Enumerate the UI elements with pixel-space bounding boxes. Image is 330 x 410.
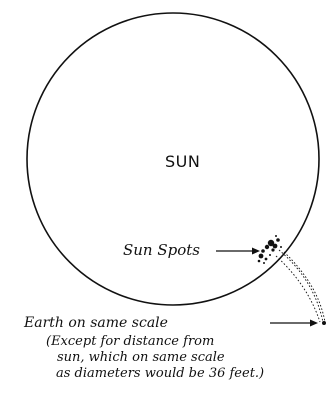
note-line-3: as diameters would be 36 feet.) [56,366,264,381]
earth-dot [322,321,326,325]
earth-trail [276,250,325,322]
note-line-2: sun, which on same scale [57,350,225,365]
note-line-1: (Except for distance from [46,334,214,349]
earth-arrow [270,320,318,327]
earth-label: Earth on same scale [23,315,168,331]
sun-label: SUN [165,152,200,171]
sun-spots-label: Sun Spots [123,241,200,259]
sun-spots-arrow [216,248,260,255]
